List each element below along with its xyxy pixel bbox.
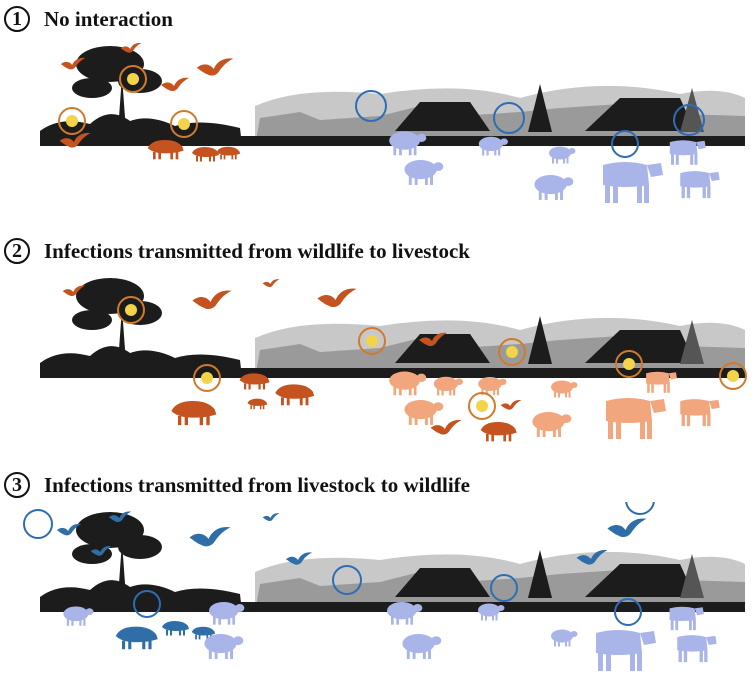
virus-icon xyxy=(58,107,86,135)
boar-icon xyxy=(216,146,241,160)
bacteria-icon xyxy=(611,130,639,158)
bird-icon xyxy=(189,526,231,547)
bacteria-icon xyxy=(490,574,518,602)
virus-icon xyxy=(170,110,198,138)
panel-2-number: 2 xyxy=(4,238,30,264)
sheep-icon xyxy=(387,602,423,625)
panel-1-header: 1 No interaction xyxy=(4,4,173,34)
boar-icon xyxy=(115,626,158,650)
bird-icon xyxy=(196,58,234,76)
panel-wildlife-to-livestock: 2 Infections transmitted from wildlife t… xyxy=(0,236,755,451)
sheep-icon xyxy=(532,412,572,437)
bird-icon xyxy=(500,399,522,410)
cow-icon xyxy=(603,162,663,203)
sheep-icon xyxy=(534,175,574,200)
boar-icon xyxy=(162,621,189,636)
sheep-icon xyxy=(551,629,578,647)
boar-icon xyxy=(480,422,517,442)
bird-icon xyxy=(161,77,189,92)
panel-2-header: 2 Infections transmitted from wildlife t… xyxy=(4,236,470,266)
panel-1-scene xyxy=(40,42,745,203)
bacteria-icon xyxy=(133,590,161,618)
bacteria-icon xyxy=(625,502,655,515)
virus-icon xyxy=(615,350,643,378)
panel-2-title: Infections transmitted from wildlife to … xyxy=(44,238,470,263)
cow-icon xyxy=(669,140,706,165)
virus-icon xyxy=(358,327,386,355)
virus-icon xyxy=(498,338,526,366)
cow-icon xyxy=(596,630,656,671)
panel-2-scene xyxy=(40,278,747,442)
panel-3-number: 3 xyxy=(4,472,30,498)
cow-icon xyxy=(669,606,704,631)
panel-1-title: No interaction xyxy=(44,6,173,31)
boar-icon xyxy=(192,147,219,162)
sheep-icon xyxy=(551,380,578,398)
bacteria-icon xyxy=(355,90,387,122)
sheep-icon xyxy=(404,160,444,185)
virus-icon xyxy=(468,392,496,420)
bird-icon xyxy=(430,419,462,435)
virus-icon xyxy=(193,364,221,392)
bird-icon xyxy=(317,288,357,308)
panel-3-title: Infections transmitted from livestock to… xyxy=(44,472,470,497)
sheep-icon xyxy=(404,400,444,425)
virus-icons-wildlife xyxy=(58,65,198,138)
cow-icon xyxy=(680,399,720,427)
boar-icon xyxy=(247,398,268,410)
boar-icon xyxy=(275,384,315,406)
cow-icon xyxy=(680,171,720,199)
landscape-silhouette xyxy=(40,512,745,612)
landscape-silhouette xyxy=(40,278,745,378)
sheep-icon xyxy=(389,371,427,396)
bird-icon xyxy=(192,290,232,310)
bacteria-icons xyxy=(23,502,655,626)
bacteria-icon xyxy=(493,102,525,134)
bird-icon xyxy=(262,279,280,288)
sheep-icon xyxy=(209,602,245,625)
panel-1-number: 1 xyxy=(4,6,30,32)
landscape-silhouette xyxy=(40,46,745,146)
virus-icon xyxy=(117,296,145,324)
sheep-icon xyxy=(433,376,463,396)
sheep-icon xyxy=(549,146,576,164)
bird-icon xyxy=(262,513,280,522)
bacteria-icons-livestock xyxy=(355,90,705,158)
cow-icon xyxy=(677,635,717,663)
cow-icon xyxy=(646,371,677,393)
bacteria-icon xyxy=(673,104,705,136)
livestock-group xyxy=(63,602,717,671)
virus-icon xyxy=(719,362,747,390)
bacteria-icon xyxy=(23,509,53,539)
panel-3-header: 3 Infections transmitted from livestock … xyxy=(4,470,470,500)
panel-3-scene xyxy=(23,502,745,671)
virus-icons xyxy=(117,296,747,420)
bird-icon xyxy=(607,518,647,538)
cow-icon xyxy=(606,398,666,439)
virus-icon xyxy=(119,65,147,93)
sheep-icon xyxy=(63,606,94,626)
panel-livestock-to-wildlife: 3 Infections transmitted from livestock … xyxy=(0,470,755,682)
sheep-icon xyxy=(204,634,244,659)
sheep-icon xyxy=(402,634,442,659)
bacteria-icon xyxy=(614,598,642,626)
sheep-icon xyxy=(478,136,508,156)
boar-icon xyxy=(171,401,217,426)
panel-no-interaction: 1 No interaction xyxy=(0,4,755,219)
bacteria-icon xyxy=(332,565,362,595)
